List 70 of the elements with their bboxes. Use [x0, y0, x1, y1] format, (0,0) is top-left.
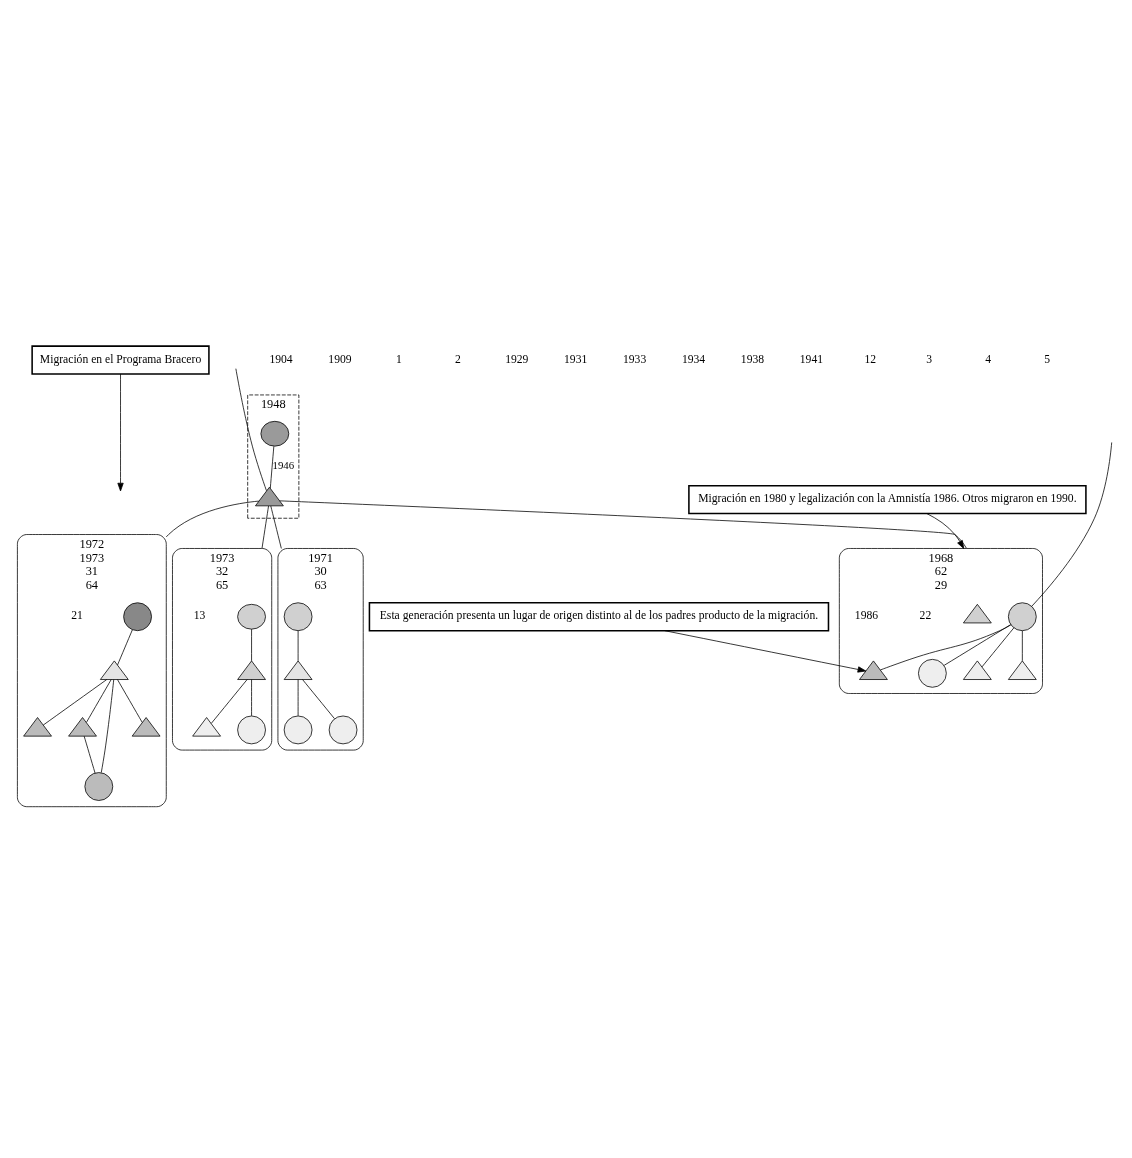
connector: [880, 623, 1012, 670]
node-box: Migración en 1980 y legalización con la Amnistía 1986. Otros migraron en 1990.: [688, 484, 1087, 514]
connector: [279, 499, 967, 549]
connector: [117, 628, 133, 665]
node-label: 21: [71, 608, 83, 622]
connector: [302, 678, 335, 719]
node-circle: [237, 715, 266, 744]
node-label: 13: [193, 608, 206, 622]
arrow: [926, 512, 965, 549]
label: 4: [985, 352, 992, 366]
connector: [251, 628, 252, 661]
node-label: 22: [919, 608, 932, 622]
connector: [297, 629, 299, 661]
connector: [42, 678, 108, 725]
label: 5: [1044, 352, 1051, 366]
node-circle: [328, 715, 358, 744]
node-box: Migración en el Programa Bracero: [31, 344, 210, 375]
connector: [261, 505, 269, 549]
node-triangle: [255, 486, 284, 506]
edge-label: 1946: [272, 458, 295, 471]
connector: [165, 500, 260, 537]
arrow: [117, 373, 124, 491]
node-triangle: [23, 716, 52, 736]
label: 1931: [564, 352, 588, 366]
connector: [270, 505, 282, 549]
connector: [83, 735, 96, 773]
label: 1: [395, 352, 402, 366]
node-circle: [84, 771, 114, 801]
connector: [981, 626, 1015, 667]
node-triangle: [192, 716, 221, 736]
node-circle: [1008, 601, 1037, 631]
connector: [943, 623, 1011, 666]
connector: [269, 445, 275, 489]
connector: [1031, 441, 1113, 607]
node-triangle: [100, 660, 129, 680]
node-triangle: [131, 716, 161, 736]
label: 12: [864, 352, 877, 366]
label: 1934: [681, 352, 706, 366]
label: 3: [926, 352, 933, 366]
label: 1938: [740, 352, 765, 366]
node-triangle: [68, 716, 97, 736]
label: 1929: [505, 352, 529, 366]
node-circle: [283, 715, 313, 744]
connector: [297, 678, 299, 716]
node-triangle: [237, 660, 266, 680]
node-box: Esta generación presenta un lugar de origen distinto al de los padres producto de la migración.: [368, 601, 830, 631]
node-ellipse: [260, 420, 290, 446]
connector: [100, 678, 115, 773]
label: 1904: [269, 352, 293, 366]
node-label: 1986: [854, 608, 879, 622]
node-circle: [918, 658, 947, 688]
node-triangle: [963, 660, 992, 680]
cluster: 1971 30 63: [277, 547, 364, 750]
label: 1933: [623, 352, 647, 366]
connector: [1021, 629, 1023, 661]
node-circle: [123, 601, 152, 631]
label: 1941: [799, 352, 824, 366]
node-ellipse: [237, 603, 266, 629]
connector: [86, 678, 112, 723]
label: 1909: [328, 352, 352, 366]
node-triangle: [1008, 660, 1037, 680]
node-triangle: [963, 603, 992, 623]
connector: [117, 678, 143, 723]
connector: [235, 367, 267, 491]
arrow: [664, 629, 867, 673]
node-circle: [283, 601, 313, 631]
connector: [251, 678, 252, 716]
connector: [210, 678, 248, 724]
node-triangle: [283, 660, 313, 680]
label: 2: [454, 352, 461, 366]
